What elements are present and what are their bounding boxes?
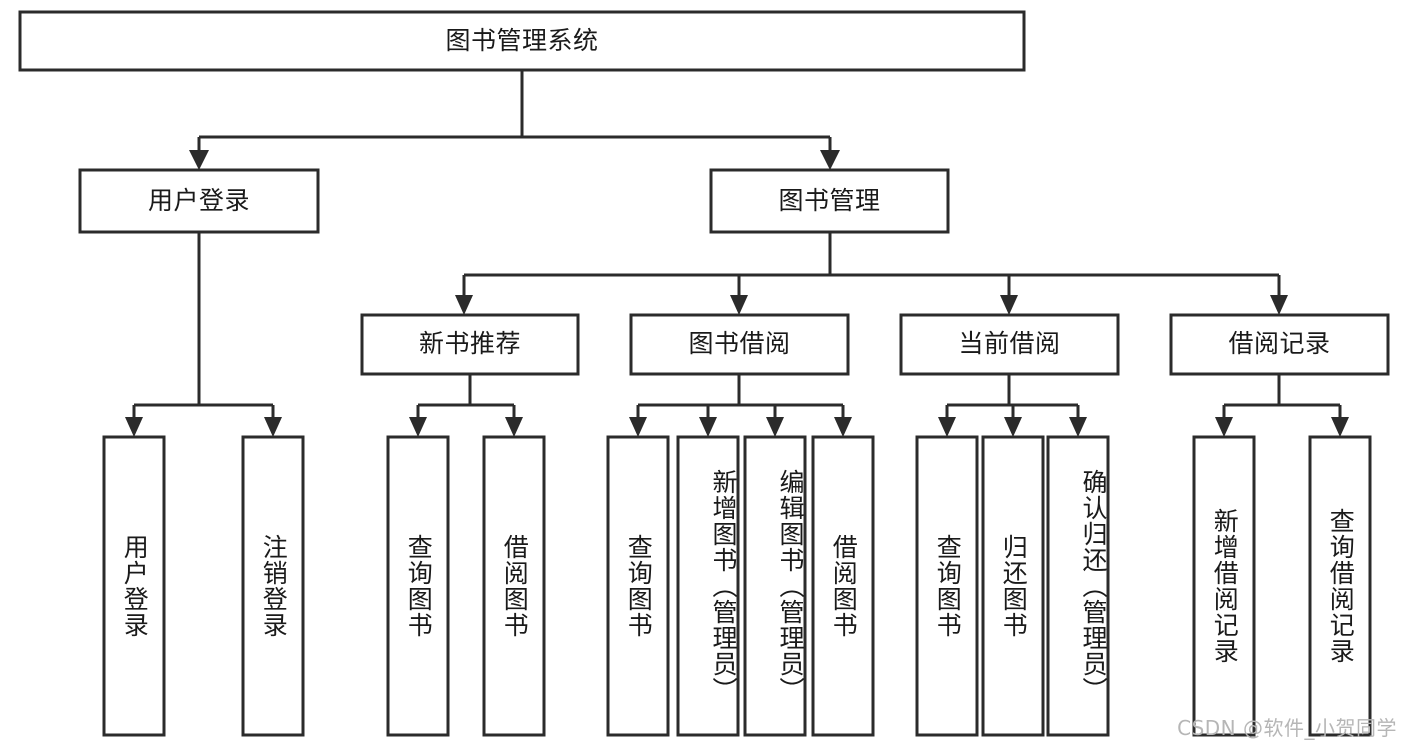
- arrow-head-leaf-book-borrow-3: [766, 417, 784, 437]
- node-box-book-borrow[interactable]: [629, 313, 850, 376]
- arrow-head-leaf-new-book-2: [505, 417, 523, 437]
- node-box-leaf-book-borrow-1[interactable]: [606, 435, 670, 737]
- node-box-leaf-book-borrow-4[interactable]: [811, 435, 875, 737]
- arrow-head-book-borrow: [730, 295, 748, 315]
- node-box-leaf-current-borrow-1[interactable]: [915, 435, 979, 737]
- arrow-head-leaf-current-borrow-1: [938, 417, 956, 437]
- arrow-head-book-manage: [820, 150, 840, 170]
- arrow-head-leaf-borrow-record-2: [1331, 417, 1349, 437]
- node-box-new-book[interactable]: [360, 313, 580, 376]
- arrow-head-borrow-record: [1270, 295, 1288, 315]
- arrow-head-leaf-borrow-record-1: [1215, 417, 1233, 437]
- arrow-head-leaf-book-borrow-1: [629, 417, 647, 437]
- node-box-leaf-current-borrow-2[interactable]: [981, 435, 1045, 737]
- connector-group-book-manage: [455, 232, 1288, 315]
- arrow-head-leaf-book-borrow-4: [834, 417, 852, 437]
- node-box-leaf-current-borrow-3[interactable]: [1046, 435, 1110, 737]
- arrow-head-new-book: [455, 295, 473, 315]
- arrow-head-leaf-user-login-1: [125, 417, 143, 437]
- node-box-leaf-book-borrow-3[interactable]: [743, 435, 807, 737]
- node-box-leaf-user-login-1[interactable]: [102, 435, 166, 737]
- arrow-head-leaf-user-login-2: [264, 417, 282, 437]
- arrow-head-leaf-book-borrow-2: [699, 417, 717, 437]
- arrow-head-leaf-new-book-1: [409, 417, 427, 437]
- node-box-leaf-new-book-1[interactable]: [386, 435, 450, 737]
- node-box-leaf-user-login-2[interactable]: [241, 435, 305, 737]
- node-box-book-manage[interactable]: [709, 168, 950, 234]
- node-box-leaf-borrow-record-1[interactable]: [1192, 435, 1256, 737]
- connector-group-book-borrow: [629, 374, 852, 437]
- connector-group-new-book: [409, 374, 523, 437]
- connector-group-root: [189, 70, 840, 170]
- arrow-head-current-borrow: [1000, 295, 1018, 315]
- node-box-borrow-record[interactable]: [1169, 313, 1390, 376]
- node-box-root[interactable]: [18, 10, 1026, 72]
- node-box-leaf-borrow-record-2[interactable]: [1308, 435, 1372, 737]
- connector-group-user-login: [125, 232, 282, 437]
- arrow-head-user-login: [189, 150, 209, 170]
- node-box-leaf-book-borrow-2[interactable]: [676, 435, 740, 737]
- node-box-user-login[interactable]: [78, 168, 320, 234]
- connector-group-current-borrow: [938, 374, 1087, 437]
- connector-group-borrow-record: [1215, 374, 1349, 437]
- arrow-head-leaf-current-borrow-3: [1069, 417, 1087, 437]
- node-box-current-borrow[interactable]: [899, 313, 1120, 376]
- arrow-head-leaf-current-borrow-2: [1004, 417, 1022, 437]
- node-box-leaf-new-book-2[interactable]: [482, 435, 546, 737]
